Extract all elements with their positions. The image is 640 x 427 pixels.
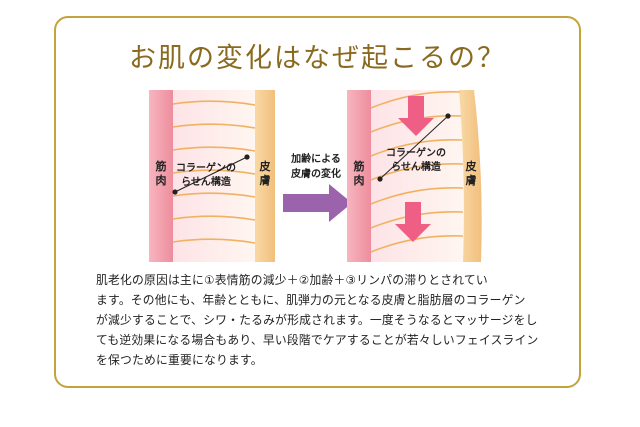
muscle-layer xyxy=(347,90,371,262)
before-panel: コラーゲンの らせん構造 筋 肉 皮 膚 xyxy=(149,90,275,262)
pink-arrow xyxy=(398,96,434,136)
dermis-layer xyxy=(173,90,255,262)
body-line: を保つために重要になります。 xyxy=(96,353,263,367)
muscle-label: 筋 xyxy=(155,159,167,173)
skin-label: 皮 xyxy=(259,159,271,173)
info-card: お肌の変化はなぜ起こるの？ xyxy=(54,16,581,388)
transition-line: 皮膚の変化 xyxy=(291,169,341,180)
dermis-layer xyxy=(371,90,464,262)
body-paragraph: 肌老化の原因は主に①表情筋の減少＋②加齢＋③リンパの滞りとされてい ます。その他… xyxy=(96,270,566,370)
pointer-dot xyxy=(377,176,383,182)
body-line: が減少することで、シワ・たるみが形成されます。一度そうなるとマッサージをし xyxy=(96,313,538,327)
muscle-label: 肉 xyxy=(354,173,365,187)
muscle-layer xyxy=(149,90,173,262)
muscle-label: 筋 xyxy=(353,159,365,173)
skin-label: 皮 xyxy=(465,159,477,173)
purple-arrow xyxy=(283,184,352,222)
muscle-label: 肉 xyxy=(156,173,167,187)
after-panel: コラーゲンの らせん構造 筋 肉 皮 膚 xyxy=(347,90,482,262)
body-line: ます。その他にも、年齢とともに、肌弾力の元となる皮膚と脂肪層のコラーゲン xyxy=(96,293,526,307)
collagen-label: コラーゲンの xyxy=(386,146,446,159)
collagen-label: らせん構造 xyxy=(391,160,442,173)
skin-layer xyxy=(459,90,482,262)
skin-diagram: コラーゲンの らせん構造 筋 肉 皮 膚 xyxy=(149,90,482,262)
transition-caption: 加齢による 皮膚の変化 xyxy=(278,152,354,182)
transition-line: 加齢による xyxy=(291,154,341,165)
pointer-dot xyxy=(172,189,178,195)
skin-layer xyxy=(255,90,275,262)
pointer-dot xyxy=(445,113,451,119)
page-title: お肌の変化はなぜ起こるの？ xyxy=(129,43,506,74)
pink-arrow xyxy=(395,202,431,242)
collagen-lines xyxy=(172,100,256,244)
body-line: 肌老化の原因は主に①表情筋の減少＋②加齢＋③リンパの滞りとされてい xyxy=(96,273,488,287)
pointer-dot xyxy=(244,154,250,160)
skin-label: 膚 xyxy=(466,173,477,187)
collagen-label: コラーゲンの xyxy=(176,161,236,174)
collagen-label: らせん構造 xyxy=(181,175,232,188)
body-line: ても逆効果になる場合もあり、早い段階でケアすることが若々しいフェイスライン xyxy=(96,333,539,347)
skin-label: 膚 xyxy=(260,173,271,187)
